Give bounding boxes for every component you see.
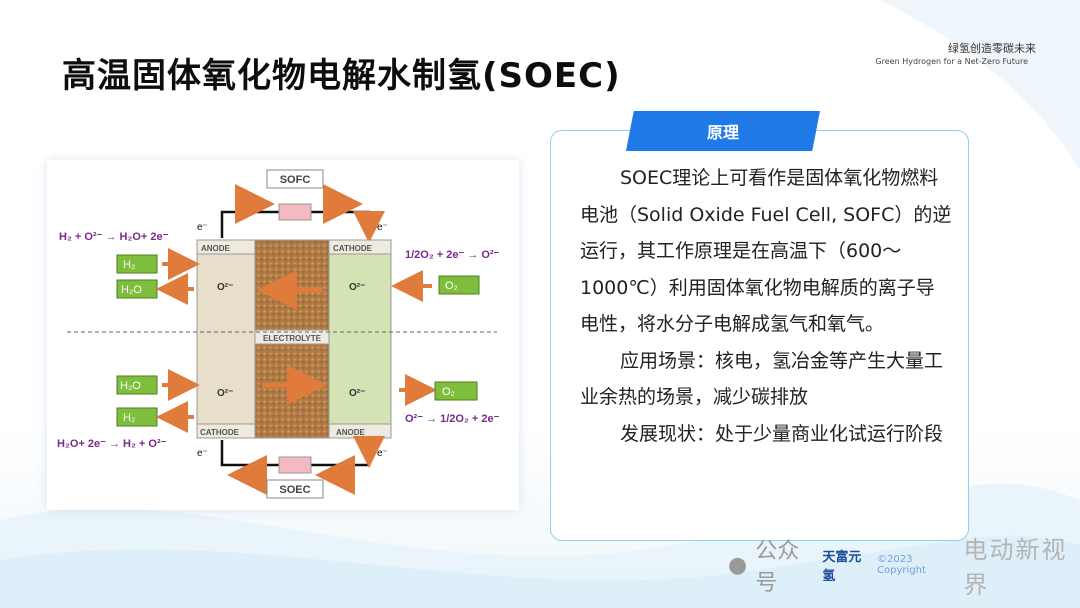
application-paragraph: 应用场景：核电，氢冶金等产生大量工业余热的场景，减少碳排放 — [580, 349, 944, 409]
company-logo: 天富元氢 — [822, 550, 862, 584]
footer-watermark: ● 公众号 天富元氢 ©2023 Copyright 电动新视界 — [728, 536, 1080, 599]
bottom-label: SOEC — [279, 484, 310, 496]
bottom-out-right: O₂ — [442, 386, 455, 398]
wechat-label: 公众号 — [755, 539, 800, 596]
top-label-box — [266, 169, 324, 189]
account-name: 电动新视界 — [963, 536, 1068, 599]
status-paragraph: 发展现状：处于少量商业化试运行阶段 — [620, 422, 944, 445]
top-out-left: H₂O — [121, 284, 142, 296]
ion-top-left: O²⁻ — [217, 282, 233, 293]
principle-paragraph: SOEC理论上可看作是固体氧化物燃料电池（Solid Oxide Fuel Ce… — [580, 167, 952, 335]
principle-panel — [550, 130, 969, 541]
top-left-electrode-label: ANODE — [201, 244, 231, 253]
wechat-icon: ● — [728, 552, 748, 578]
ion-bottom-right: O²⁻ — [349, 388, 365, 399]
bottom-label-box — [266, 479, 324, 499]
bottom-right-electrode-label: ANODE — [336, 428, 366, 437]
bottom-electron-left: e⁻ — [197, 448, 208, 459]
top-load — [278, 203, 312, 221]
soec-sofc-diagram: SOFC e⁻ e⁻ ANODE CATHODE CATHODE ANODE E… — [47, 160, 519, 510]
brand-slogan-en: Green Hydrogen for a Net-Zero Future — [875, 57, 1028, 66]
ion-bottom-left: O²⁻ — [217, 388, 233, 399]
top-in-left: H₂ — [123, 259, 135, 271]
top-in-right: O₂ — [445, 280, 458, 292]
electrolyte-label: ELECTROLYTE — [263, 334, 322, 343]
bottom-out-left: H₂ — [123, 412, 135, 424]
top-right-equation: 1/2O₂ + 2e⁻ → O²⁻ — [405, 249, 500, 261]
copyright-text: ©2023 Copyright — [877, 554, 926, 576]
bottom-right-equation: O²⁻ → 1/2O₂ + 2e⁻ — [405, 413, 500, 425]
top-electron-right: e⁻ — [377, 222, 388, 233]
left-electrode — [196, 239, 256, 439]
bottom-in-left: H₂O — [120, 380, 141, 392]
right-electrode — [328, 239, 392, 439]
bottom-left-equation: H₂O+ 2e⁻ → H₂ + O²⁻ — [57, 438, 167, 450]
top-electron-left: e⁻ — [197, 222, 208, 233]
top-right-electrode-label: CATHODE — [333, 244, 373, 253]
page-title: 高温固体氧化物电解水制氢(SOEC) — [62, 56, 621, 96]
top-label: SOFC — [280, 174, 311, 186]
top-left-equation: H₂ + O²⁻ → H₂O+ 2e⁻ — [59, 231, 169, 243]
bottom-load — [278, 456, 312, 474]
ion-top-right: O²⁻ — [349, 282, 365, 293]
principle-tag: 原理 — [626, 111, 820, 151]
bottom-left-electrode-label: CATHODE — [200, 428, 240, 437]
bottom-electron-right: e⁻ — [377, 448, 388, 459]
brand-slogan-cn: 绿氢创造零碳未来 — [948, 42, 1036, 55]
principle-text: SOEC理论上可看作是固体氧化物燃料电池（Solid Oxide Fuel Ce… — [580, 160, 952, 452]
